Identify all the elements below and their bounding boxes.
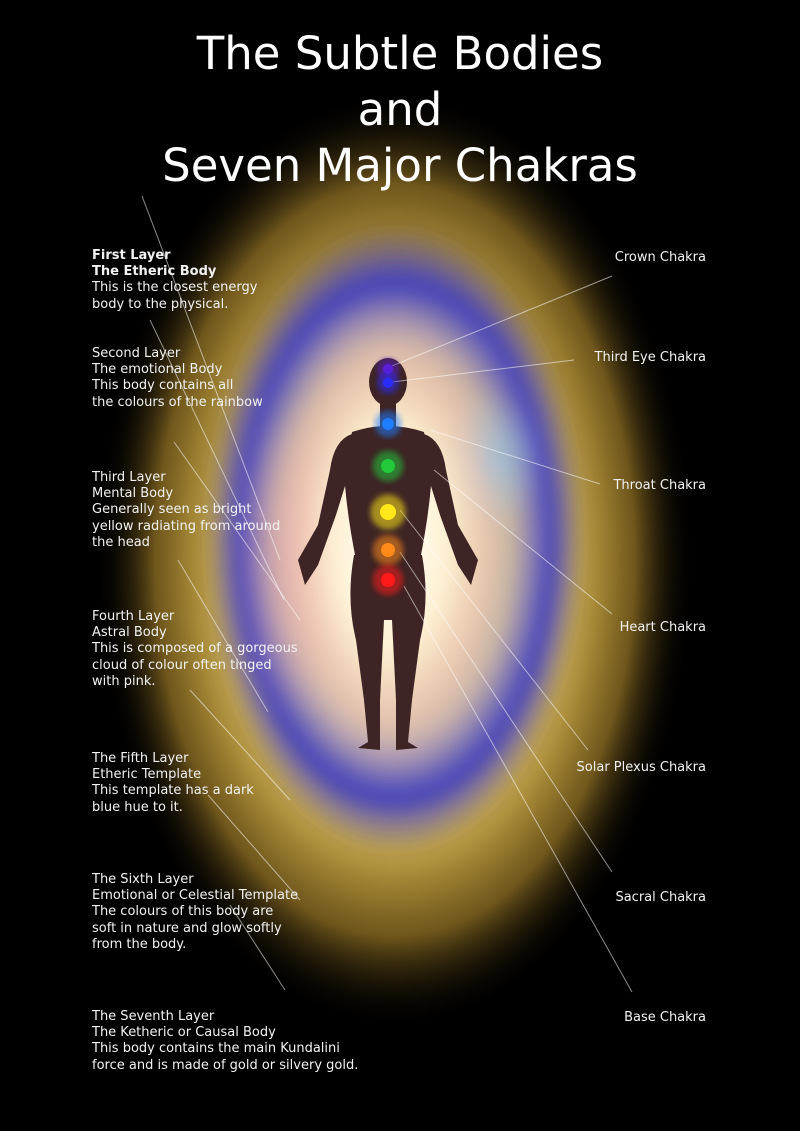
chakra-dot-4 [381,459,395,473]
layer-7-line-1: The Seventh Layer [92,1009,215,1024]
title-line-2: and [357,83,443,136]
layer-1-line-1: First Layer [92,248,171,263]
layer-pointer-line-6 [207,794,301,901]
layer-7-line-3: This body contains the main Kundalini [92,1041,340,1057]
chakra-label-7: Base Chakra [624,1010,706,1025]
chakra-label-1: Crown Chakra [614,250,706,265]
chakra-label-5: Solar Plexus Chakra [576,760,706,775]
layer-6-line-3: The colours of this body are [92,904,274,920]
layer-5-line-1: The Fifth Layer [92,751,189,766]
chakra-dot-7 [381,573,395,587]
chakra-pointer-line-2 [391,359,575,383]
layer-3-line-4: yellow radiating from around [92,518,281,534]
chakra-pointer-line-7 [403,585,633,993]
chakra-label-4: Heart Chakra [619,620,706,635]
layer-7-line-2: The Ketheric or Causal Body [92,1025,276,1041]
layer-pointer-line-3 [173,441,301,621]
layer-5-line-4: blue hue to it. [92,799,183,815]
chakra-label-3: Throat Chakra [613,478,706,493]
chakra-dots [370,358,406,596]
title-line-1: The Subtle Bodies [196,27,604,80]
layer-2-line-1: Second Layer [92,346,181,361]
chakra-dot-2 [383,378,393,388]
layer-pointer-line-1 [141,195,281,561]
title-line-3: Seven Major Chakras [162,139,638,192]
chakra-dot-5 [380,504,396,520]
layer-2-line-4: the colours of the rainbow [92,394,263,410]
layer-5-line-2: Etheric Template [92,767,202,783]
layer-pointer-line-5 [189,689,291,801]
chakra-label-2: Third Eye Chakra [594,350,706,365]
layer-4-line-3: This is composed of a gorgeous [92,641,298,657]
layer-3-line-5: the head [92,534,150,550]
layer-7-line-4: force and is made of gold or silvery gol… [92,1057,359,1073]
chakra-dot-3 [382,418,394,430]
layer-3-line-2: Mental Body [92,486,174,502]
layer-pointer-line-4 [177,559,269,713]
layer-2-line-2: The emotional Body [92,362,223,378]
layer-3-line-3: Generally seen as bright [92,502,252,518]
chakra-pointer-line-4 [433,469,613,615]
layer-6-line-5: from the body. [92,936,187,952]
chakra-pointer-line-6 [399,551,613,873]
layer-3-line-1: Third Layer [92,470,166,485]
pointer-lines [141,195,633,993]
layer-4-line-5: with pink. [92,673,156,689]
chakra-pointer-line-5 [399,509,589,751]
layer-pointer-line-7 [229,904,286,991]
layer-2-line-3: This body contains all [92,378,234,394]
layer-pointer-line-2 [149,319,285,601]
layer-4-line-1: Fourth Layer [92,609,175,624]
layer-6-line-4: soft in nature and glow softly [92,920,282,936]
layer-6-line-1: The Sixth Layer [92,872,194,887]
layer-1-line-3: This is the closest energy [92,280,258,296]
layer-1-line-2: The Etheric Body [92,264,217,280]
layer-5-line-3: This template has a dark [92,783,254,799]
chakra-dot-6 [381,543,395,557]
chakra-dot-1 [383,364,393,374]
layer-4-line-2: Astral Body [92,625,167,641]
chakra-label-6: Sacral Chakra [615,890,706,905]
layer-4-line-4: cloud of colour often tinged [92,657,272,673]
chakra-pointer-line-1 [391,275,613,367]
chakra-pointer-line-3 [429,429,601,485]
layer-1-line-4: body to the physical. [92,296,229,312]
layer-6-line-2: Emotional or Celestial Template [92,888,299,904]
